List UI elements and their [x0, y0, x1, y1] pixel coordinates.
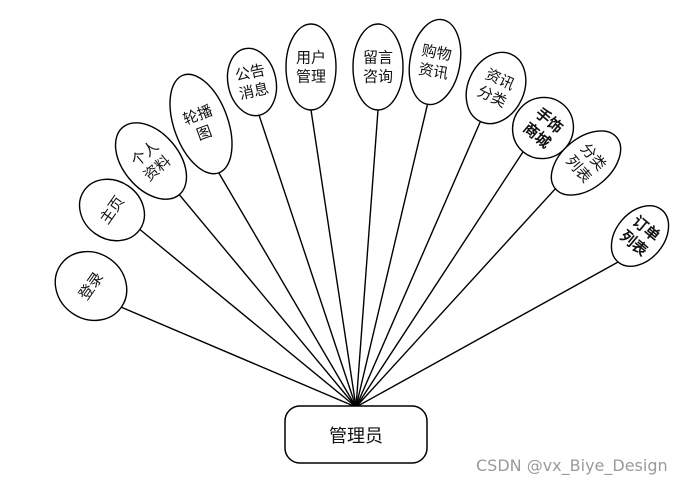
node-carousel: 轮播图: [169, 73, 233, 175]
edge-profile: [178, 194, 357, 408]
node-user-mgmt-label-2: 管理: [296, 68, 326, 86]
edge-consult: [355, 109, 379, 408]
node-order-list-ellipse: [610, 205, 670, 267]
node-home: 主页: [78, 178, 146, 242]
node-news-cat-ellipse: [465, 51, 527, 125]
node-consult-ellipse: [352, 23, 404, 111]
edge-news-cat: [355, 121, 482, 408]
node-shop-news-label-2: 资讯: [417, 60, 450, 83]
node-cat-list-ellipse: [550, 130, 622, 196]
nodes-group: 登录主页个人资料轮播图公告消息用户管理留言咨询购物资讯资讯分类手饰商城分类列表订…: [54, 18, 670, 322]
node-login-ellipse: [54, 250, 128, 322]
node-profile-ellipse: [114, 122, 188, 200]
node-notice-label-1: 公告: [233, 61, 266, 85]
edge-user-mgmt: [310, 109, 357, 408]
edge-login: [121, 306, 357, 408]
node-carousel-ellipse: [169, 73, 233, 175]
node-login: 登录: [54, 250, 128, 322]
node-notice-label-2: 消息: [237, 79, 270, 103]
node-home-ellipse: [78, 178, 146, 242]
edge-cat-list: [355, 188, 556, 408]
edge-jewelry-mall: [355, 151, 524, 408]
node-shop-news-ellipse: [408, 18, 462, 106]
edges-group: [121, 104, 619, 408]
node-user-mgmt-label-1: 用户: [296, 49, 326, 67]
edge-carousel: [218, 172, 357, 408]
edge-order-list: [355, 261, 619, 408]
node-consult-label-1: 留言: [363, 49, 393, 67]
center-node: 管理员: [284, 405, 428, 464]
center-node-box: [284, 405, 428, 464]
node-shop-news-label-1: 购物: [420, 41, 453, 64]
node-consult-label-2: 咨询: [363, 68, 393, 86]
edge-home: [139, 228, 357, 408]
edge-notice: [258, 115, 357, 408]
watermark: CSDN @vx_Biye_Design: [476, 456, 668, 475]
node-user-mgmt-ellipse: [285, 23, 337, 111]
center-node-label: 管理员: [329, 426, 383, 447]
node-carousel-label-2: 图: [194, 122, 214, 144]
edge-shop-news: [355, 104, 429, 408]
